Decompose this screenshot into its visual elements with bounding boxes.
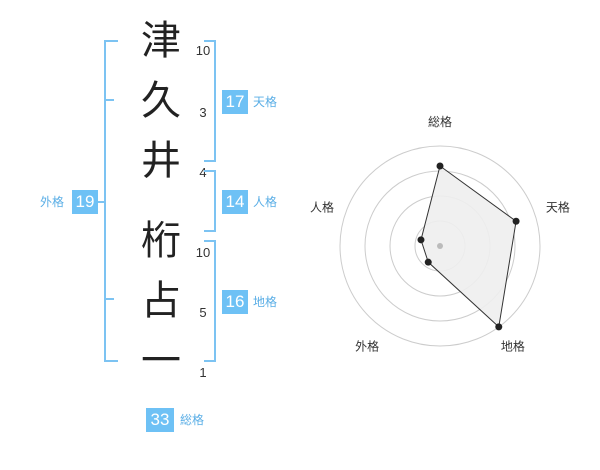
jinkaku-label: 人格 (253, 195, 278, 209)
radar-label-jinkaku: 人格 (310, 200, 334, 215)
jinkaku-bracket (204, 170, 216, 232)
name-char-5: 占 (141, 278, 181, 324)
tenkaku-bracket (204, 40, 216, 162)
radar-area (420, 165, 517, 328)
radar-ring (339, 145, 541, 347)
name-char-3: 井 (141, 138, 181, 184)
name-char-4: 桁 (141, 218, 181, 264)
tenkaku-badge: 17 (222, 90, 248, 114)
gaikaku-bracket-stub (96, 201, 104, 203)
name-char-1: 津 (141, 18, 181, 64)
gaikaku-bracket-mid-1 (104, 99, 114, 101)
gaikaku-label: 外格 (40, 195, 65, 209)
stroke-count-2: 3 (199, 105, 207, 120)
radar-point (424, 258, 432, 266)
jinkaku-badge: 14 (222, 190, 248, 214)
radar-point (495, 323, 503, 331)
radar-center (437, 243, 443, 249)
chikaku-label: 地格 (253, 295, 278, 309)
radar-point (417, 236, 425, 244)
fortune-radar-chart: 総格 天格 地格 外格 人格 (310, 114, 570, 353)
name-char-6: 一 (141, 338, 181, 384)
gaikaku-bracket-mid-2 (104, 298, 114, 300)
tenkaku-label: 天格 (253, 95, 278, 109)
radar-label-gaikaku: 外格 (355, 338, 379, 353)
soukaku-label: 総格 (180, 413, 205, 427)
chikaku-badge: 16 (222, 290, 248, 314)
chikaku-bracket (204, 240, 216, 362)
soukaku-badge: 33 (146, 408, 174, 432)
stroke-count-4: 10 (195, 245, 211, 260)
radar-label-tenkaku: 天格 (546, 200, 570, 215)
radar-points (417, 162, 520, 331)
stroke-count-5: 5 (199, 305, 207, 320)
stroke-count-3: 4 (199, 165, 207, 180)
radar-point (436, 162, 444, 170)
radar-label-chikaku: 地格 (501, 338, 525, 353)
name-char-2: 久 (141, 78, 181, 124)
gaikaku-bracket (104, 40, 118, 362)
radar-point (512, 217, 520, 225)
gaikaku-badge: 19 (72, 190, 98, 214)
stroke-count-6: 1 (199, 365, 207, 380)
radar-label-soukaku: 総格 (428, 114, 452, 129)
stroke-count-1: 10 (195, 43, 211, 58)
